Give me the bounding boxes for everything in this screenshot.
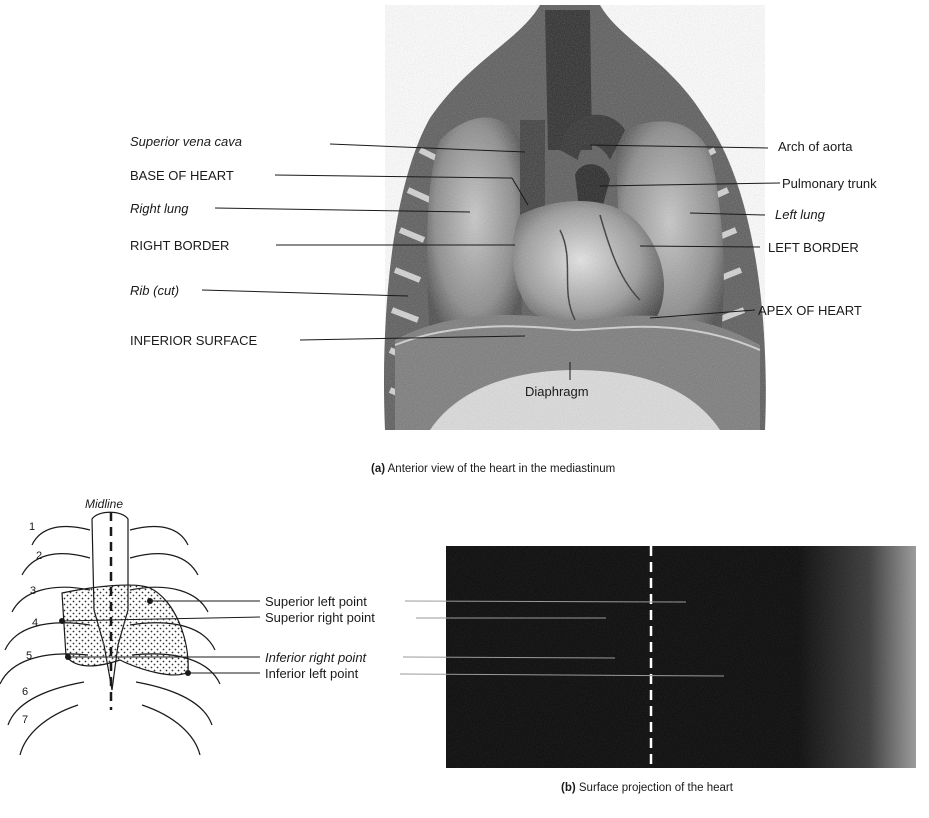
rib-number-3: 3: [30, 584, 36, 599]
caption-b: (b) Surface projection of the heart: [561, 782, 733, 794]
rib-number-2: 2: [36, 549, 42, 564]
rib-number-6: 6: [22, 685, 28, 700]
rib-number-1: 1: [29, 520, 35, 535]
label-pulmonary-trunk: Pulmonary trunk: [782, 176, 877, 191]
caption-a-text: Anterior view of the heart in the medias…: [388, 463, 616, 475]
label-arch-of-aorta: Arch of aorta: [778, 139, 852, 154]
label-apex-of-heart: APEX OF HEART: [758, 303, 862, 318]
caption-a-letter: (a): [371, 463, 385, 475]
caption-a: (a) Anterior view of the heart in the me…: [371, 463, 615, 475]
label-base-of-heart: BASE OF HEART: [130, 168, 234, 183]
heart-projection: [62, 585, 188, 675]
illustration-grain: [385, 5, 765, 430]
label-inferior-right-point: Inferior right point: [265, 650, 366, 665]
caption-b-letter: (b): [561, 782, 576, 794]
label-diaphragm: Diaphragm: [525, 384, 589, 399]
rib-number-5: 5: [26, 649, 32, 664]
thorax-illustration: [384, 5, 766, 430]
label-left-lung: Left lung: [775, 207, 825, 222]
photo-grain: [446, 546, 916, 768]
caption-b-text: Surface projection of the heart: [579, 782, 733, 794]
label-right-lung: Right lung: [130, 201, 189, 216]
rib-number-4: 4: [32, 616, 38, 631]
label-rib-cut: Rib (cut): [130, 283, 179, 298]
label-left-border: LEFT BORDER: [768, 240, 859, 255]
label-inferior-surface: INFERIOR SURFACE: [130, 333, 257, 348]
label-superior-left-point: Superior left point: [265, 594, 367, 609]
rib-number-7: 7: [22, 713, 28, 728]
label-right-border: RIGHT BORDER: [130, 238, 229, 253]
label-midline: Midline: [85, 497, 123, 512]
label-inferior-left-point: Inferior left point: [265, 666, 358, 681]
label-superior-vena-cava: Superior vena cava: [130, 134, 242, 149]
label-superior-right-point: Superior right point: [265, 610, 375, 625]
